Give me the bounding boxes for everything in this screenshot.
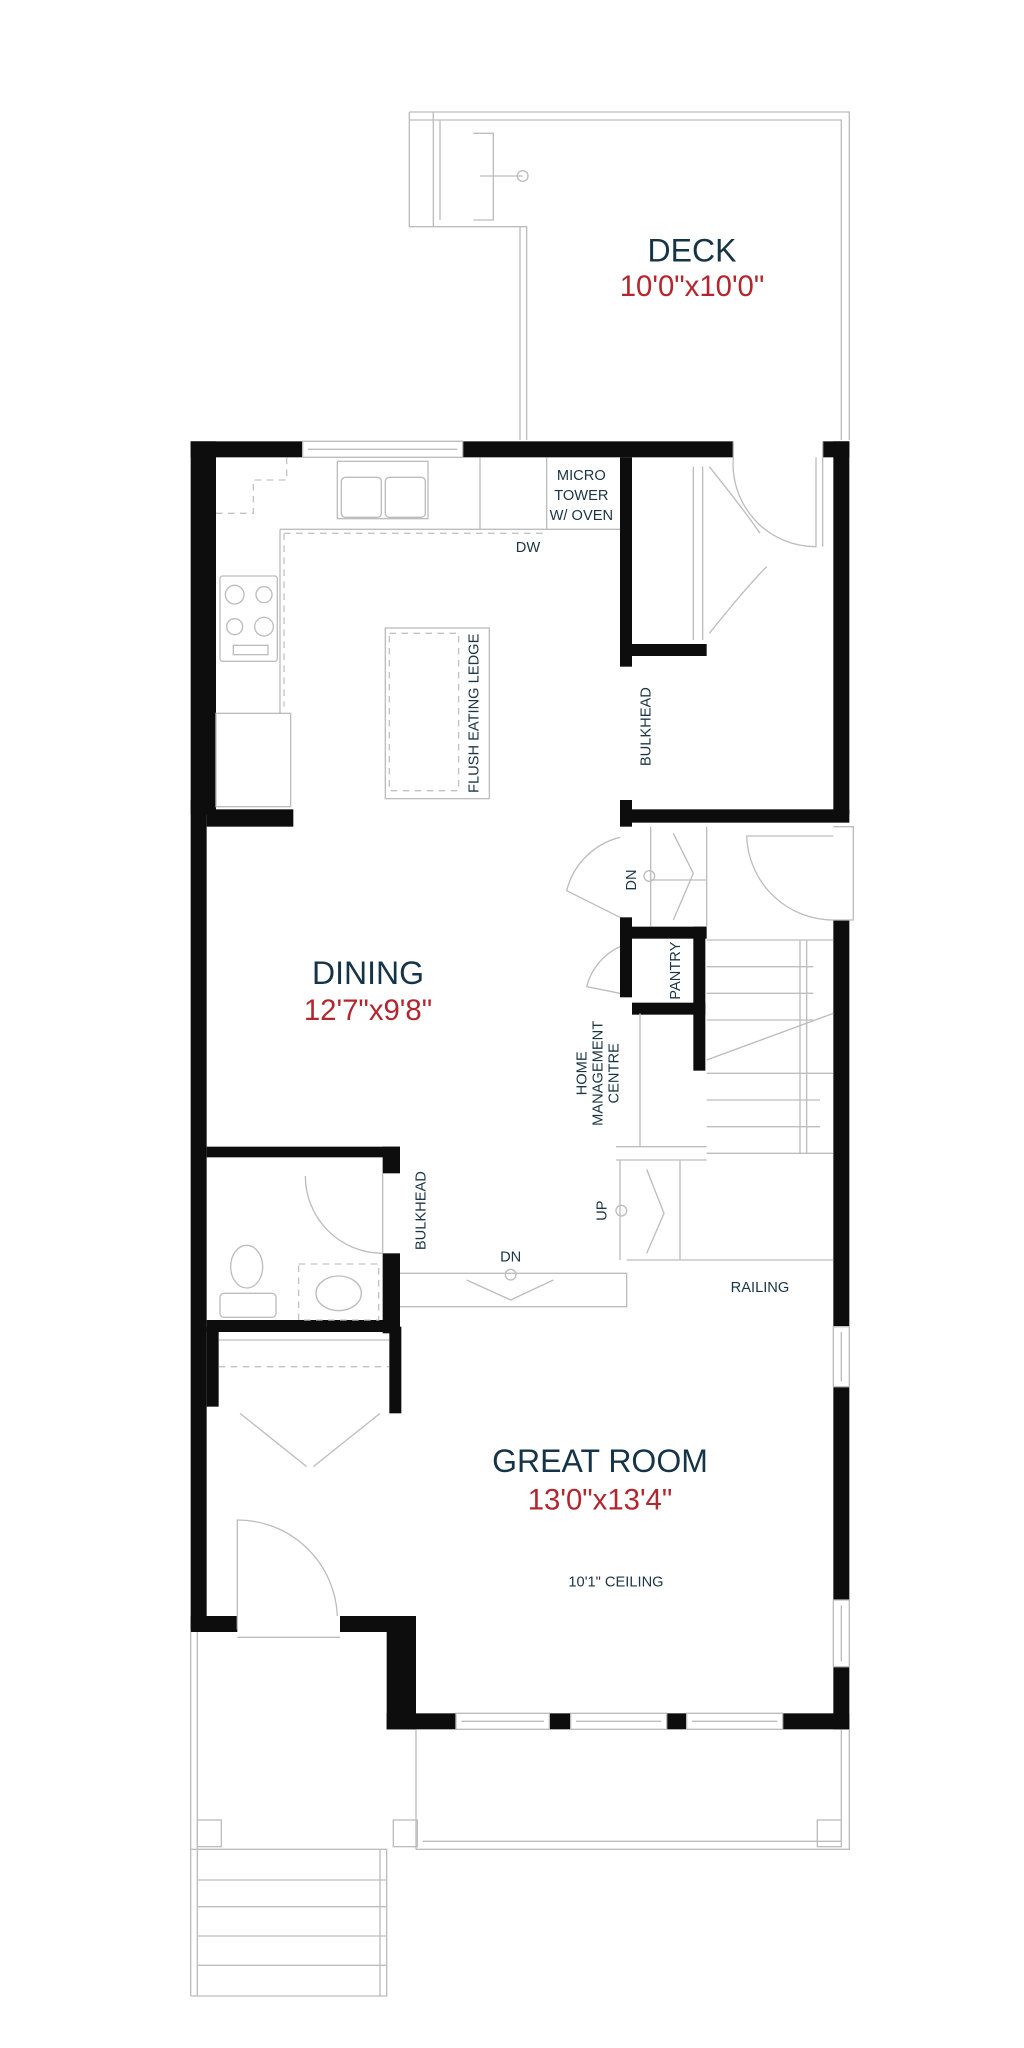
cooktop [219, 575, 278, 662]
ledge-label: FLUSH EATING LEDGE [467, 633, 483, 793]
deck [408, 111, 850, 440]
dn-lower-label: DN [500, 1249, 521, 1265]
hmc-label-2: MANAGEMENT [591, 1021, 607, 1126]
dining-size: 12'7"x9'8" [304, 994, 432, 1027]
bulkhead-upper-label: BULKHEAD [639, 687, 655, 766]
great-room-size: 13'0"x13'4" [528, 1483, 673, 1516]
deck-size: 10'0"x10'0" [620, 270, 765, 303]
walls [190, 441, 850, 1730]
deck-name: DECK [648, 232, 737, 268]
stairs: DN PANTRY HOME MANAGEMENT CENTRE UP RAIL… [400, 826, 834, 1308]
powder-room: BULKHEAD [218, 1171, 429, 1638]
micro-tower-label-3: W/ OVEN [550, 508, 614, 524]
kitchen: MICRO TOWER W/ OVEN DW FLUSH EATING LEDG… [215, 457, 620, 808]
micro-tower-label-2: TOWER [554, 488, 608, 504]
hmc-label-1: HOME [575, 1051, 591, 1095]
pantry-label: PANTRY [668, 941, 684, 999]
front-porch [190, 1632, 850, 1997]
micro-tower-label: MICRO [557, 468, 606, 484]
windows [302, 440, 850, 1730]
dw-label: DW [516, 540, 541, 556]
island [384, 627, 490, 800]
dn-stair-label: DN [624, 869, 640, 890]
great-room-name: GREAT ROOM [492, 1443, 708, 1479]
hmc-label-3: CENTRE [607, 1043, 623, 1103]
deck-stairs [432, 112, 529, 227]
railing-label: RAILING [731, 1280, 790, 1296]
ceiling-note: 10'1" CEILING [568, 1575, 663, 1591]
fridge [215, 712, 292, 808]
bulkhead-lower-label: BULKHEAD [413, 1171, 429, 1250]
up-label: UP [595, 1200, 611, 1220]
dining-name: DINING [312, 955, 424, 991]
rear-entry: BULKHEAD [639, 441, 854, 921]
sink [336, 460, 429, 520]
